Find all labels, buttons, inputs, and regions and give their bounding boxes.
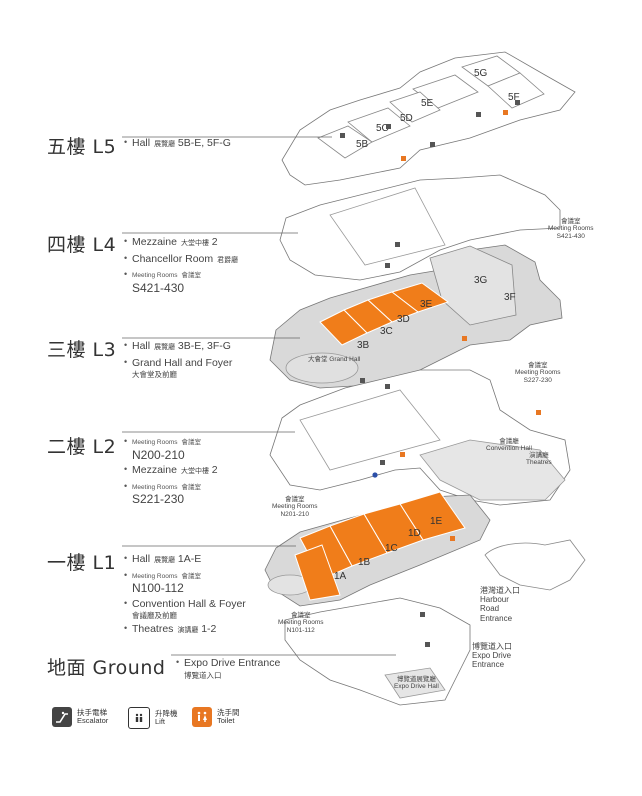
lift-icon (128, 707, 150, 729)
leader-lines (122, 136, 396, 656)
level-title-l5: 五樓 L5 (47, 136, 117, 158)
l1-orange-halls (294, 491, 466, 601)
hall-1a-shape (294, 544, 341, 601)
hall-label-3c: 3C (380, 326, 393, 337)
toilet-icon (192, 707, 212, 727)
toilet-markers (400, 110, 541, 541)
l4-floor-inner (329, 187, 446, 266)
map-icons (340, 100, 520, 647)
grand-hall-label: 大會堂 Grand Hall (308, 356, 361, 363)
hall-label-5g: 5G (474, 68, 488, 79)
level-title-l1: 一樓 L1 (47, 552, 117, 574)
hall-3b-shape (319, 309, 368, 346)
hall-label-1a: 1A (334, 571, 347, 582)
l2-conv-block (419, 439, 566, 501)
level-title-l4: 四樓 L4 (47, 234, 117, 256)
l3-orange-halls (319, 282, 450, 346)
level-title-l2: 二樓 L2 (47, 436, 117, 458)
hall-label-1c: 1C (385, 543, 398, 554)
hall-label-3f: 3F (504, 292, 516, 303)
hall-label-1e: 1E (430, 516, 443, 527)
hall-label-5d: 5D (400, 113, 413, 124)
hall-label-3g: 3G (474, 275, 488, 286)
hall-label-1b: 1B (358, 557, 371, 568)
hall-label-1d: 1D (408, 528, 421, 539)
hall-label-5f: 5F (508, 92, 520, 103)
l5-halls (317, 55, 545, 159)
escalator-icon (52, 707, 72, 727)
level-title-ground: 地面 Ground (47, 657, 166, 679)
hall-label-5b: 5B (356, 139, 369, 150)
hall-label-3b: 3B (357, 340, 370, 351)
expo-drive-hall-shape (384, 667, 446, 699)
harbour-road-ramp (484, 539, 586, 591)
l2-floor-inner (299, 389, 441, 471)
grand-hall-shape (285, 352, 359, 384)
hall-label-3d: 3D (397, 314, 410, 325)
hall-labels: 5G 5F 5E 5D 5C 5B 3G 3F 3E 3D 3C 3B 1E 1D 1C 1B 1A (334, 68, 520, 582)
hall-label-5c: 5C (376, 123, 389, 134)
level-title-l3: 三樓 L3 (47, 339, 117, 361)
hall-label-3e: 3E (420, 299, 433, 310)
hall-label-5e: 5E (421, 98, 434, 109)
l5-outline (281, 51, 576, 186)
